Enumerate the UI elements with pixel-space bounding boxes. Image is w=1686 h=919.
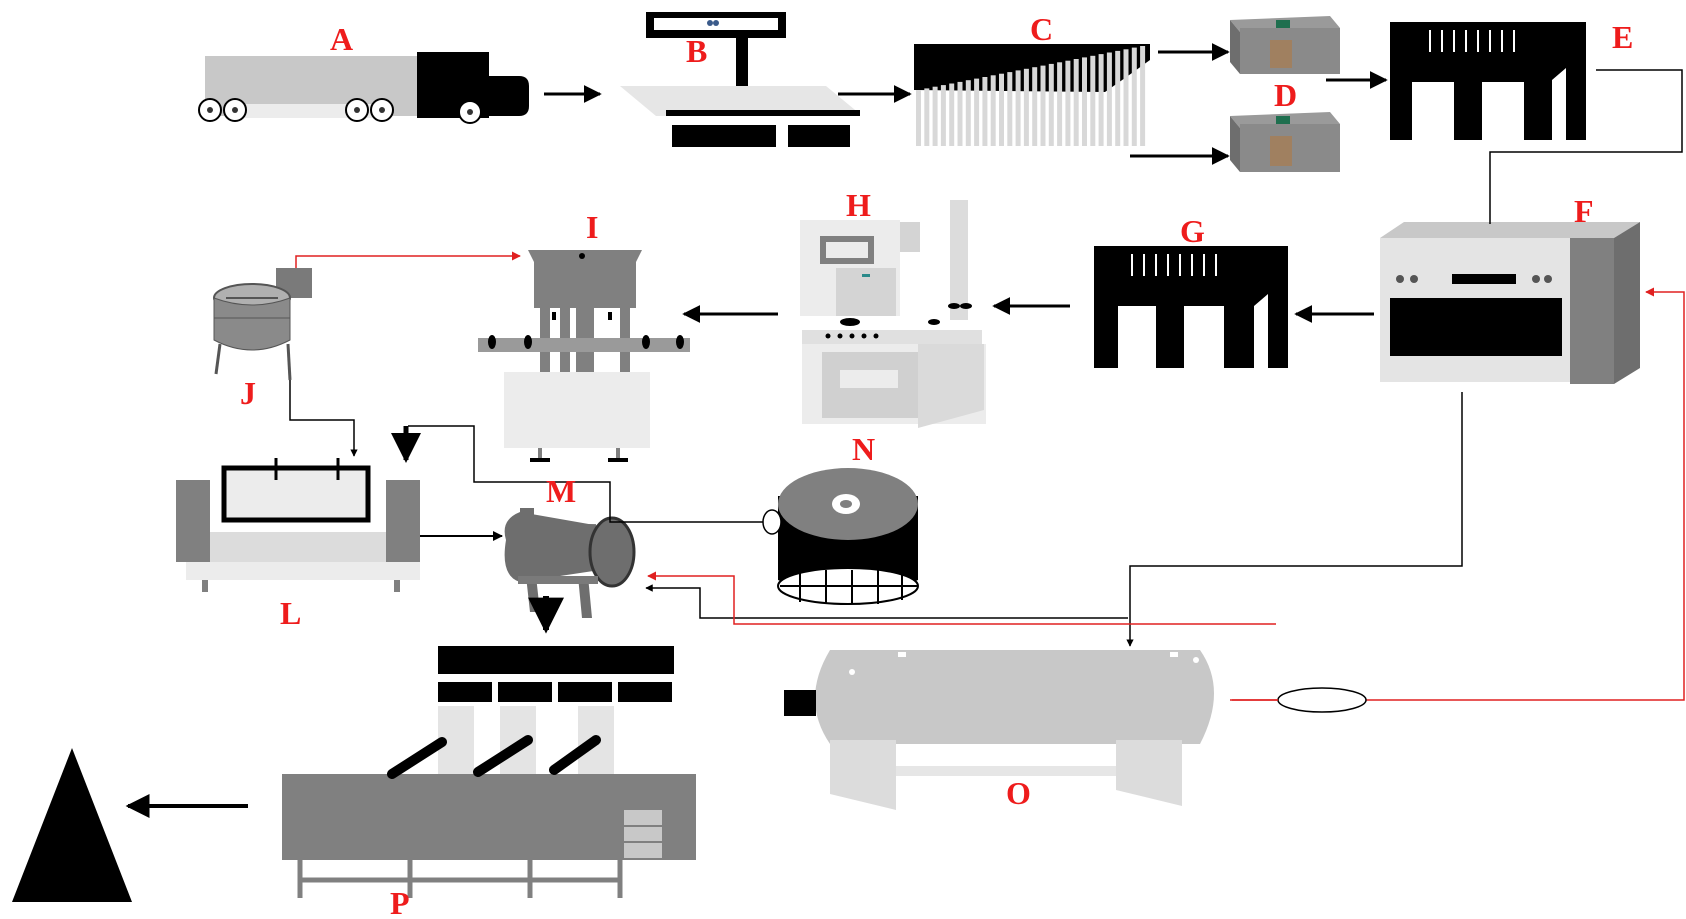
pipe-j-l [289,380,358,457]
valve-n [762,509,782,535]
store-c-slat [1015,70,1021,146]
store-c-slat [1090,55,1096,146]
store-c-slat [974,78,980,146]
store-c-slat [1098,54,1104,146]
washing-machine-p [282,646,696,898]
store-c-slat [999,73,1004,146]
store-c-slat [932,86,938,146]
store-c-slat [1115,50,1121,146]
store-c-slat [1048,63,1054,146]
store-c-slat [916,90,921,146]
truck-a [198,52,529,124]
label-f: F [1574,193,1594,229]
reel-n [777,468,919,605]
store-c-bars [916,46,1146,147]
store-c-slat [1040,65,1046,146]
store-c-slat [1082,57,1087,146]
pipe-e-f [1489,69,1683,224]
storage-box-d-upper [1230,16,1340,74]
store-c-slat [1065,60,1071,147]
valve-o [1277,687,1367,713]
filling-machine-i [478,250,690,462]
label-l: L [280,595,301,631]
conveyor-e [1390,22,1586,140]
label-a: A [330,21,353,57]
steam-o-m [647,571,1276,625]
oven-f [1380,222,1640,384]
steam-o-f [1230,287,1685,701]
label-o: O [1006,775,1031,811]
store-c-slat [940,85,946,146]
store-c-slat [1032,67,1038,146]
conveyor-g [1094,246,1288,368]
flow-lines [125,43,1388,818]
label-h: H [846,187,871,223]
silo-store-c [914,44,1150,147]
store-c-slat [949,83,955,146]
label-j: J [240,375,256,411]
store-c-slat [924,88,930,146]
final-product-pile [12,748,132,902]
label-p: P [390,885,410,919]
weighing-scale-b [620,12,860,147]
pipe-f-o [1126,392,1463,647]
store-c-slat [990,75,996,146]
store-c-slat [1007,72,1013,146]
boiler-o [784,650,1214,810]
store-c-slat [1073,59,1079,146]
label-b: B [686,33,707,69]
storage-box-d-lower [1230,112,1340,172]
label-e: E [1612,19,1633,55]
label-i: I [586,209,598,245]
steam-piping [295,251,1685,713]
label-c: C [1030,11,1053,47]
store-c-slat [1140,46,1146,146]
packing-machine-h [800,200,986,428]
store-c-slat [957,81,963,146]
store-c-slat [982,77,988,146]
steam-kettle-j [213,268,312,381]
store-c-slat [1131,47,1137,146]
label-n: N [852,431,875,467]
label-g: G [1180,213,1205,249]
store-c-slat [965,80,971,146]
pipe-n-l [408,425,770,523]
label-m: M [546,473,576,509]
pipe-o-m [645,584,1128,619]
label-d: D [1274,77,1297,113]
blanching-tank-l [176,458,420,592]
store-c-slat [1106,52,1112,146]
store-c-slat [1057,62,1063,146]
water-piping [289,69,1683,647]
store-c-slat [1123,49,1129,146]
store-c-slat [1023,68,1029,146]
cooling-tank-m [504,508,636,618]
steam-j-i [295,251,521,268]
equipment-labels: A B C D E F G H I J L M N O P [240,11,1633,919]
